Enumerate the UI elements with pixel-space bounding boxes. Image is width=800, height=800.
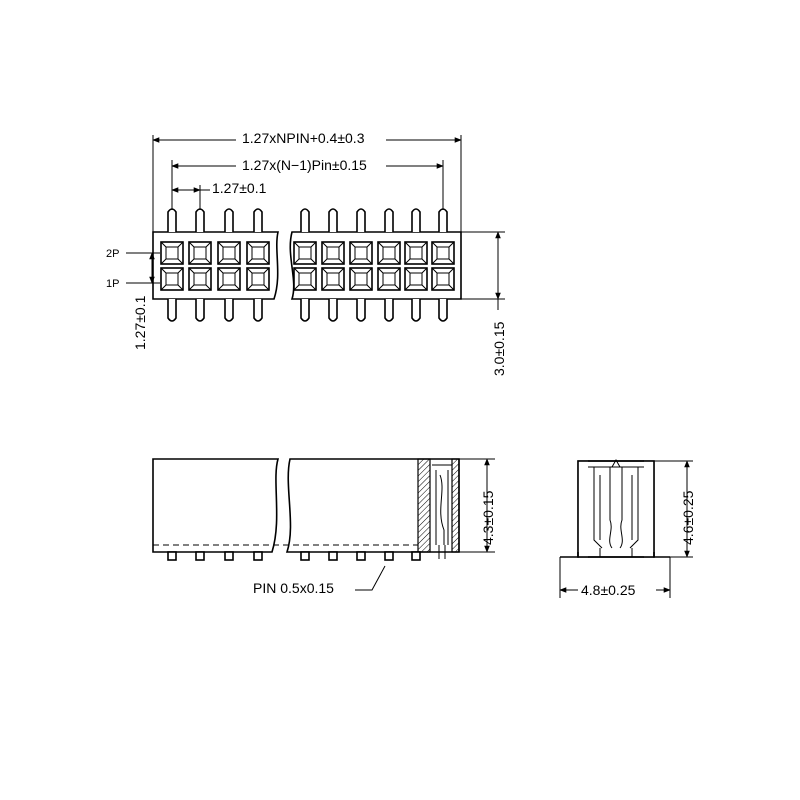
- end-height-dimension: 4.6±0.25: [680, 490, 696, 545]
- contact-cell-bevel: [293, 241, 317, 265]
- pin-span-dimension: 1.27x(N−1)Pin±0.15: [242, 157, 367, 173]
- contact-cell-inner: [165, 272, 179, 286]
- top-contact-cells: [160, 241, 455, 291]
- contact-cell-bevel: [321, 241, 345, 265]
- top-pin: [438, 208, 448, 232]
- contact-cell-bevel: [321, 267, 345, 291]
- contact-cell-inner: [354, 272, 368, 286]
- contact-cell-inner: [193, 272, 207, 286]
- contact-cell-bevel: [293, 267, 317, 291]
- contact-cell-bevel: [377, 241, 401, 265]
- top-pin: [384, 299, 394, 322]
- top-pin: [300, 208, 310, 232]
- contact-cell-inner: [251, 246, 265, 260]
- contact-cell-bevel: [377, 267, 401, 291]
- contact-cell-bevel: [404, 267, 428, 291]
- side-pin: [300, 551, 310, 561]
- top-pin: [384, 208, 394, 232]
- top-pins: [167, 208, 448, 322]
- top-pin: [438, 299, 448, 322]
- top-pin: [253, 208, 263, 232]
- contact-cell-bevel: [404, 241, 428, 265]
- row-label-1p: 1P: [106, 278, 119, 290]
- end-width-dimension: 4.8±0.25: [581, 582, 636, 598]
- top-pin: [224, 208, 234, 232]
- contact-cell-inner: [436, 246, 450, 260]
- side-pin: [328, 551, 338, 561]
- side-pin: [356, 551, 366, 561]
- top-pin: [411, 299, 421, 322]
- side-pins: [167, 551, 421, 561]
- contact-cell-bevel: [349, 241, 373, 265]
- contact-cell-inner: [251, 272, 265, 286]
- top-pin: [167, 208, 177, 232]
- top-pin: [167, 299, 177, 322]
- side-pin: [195, 551, 205, 561]
- side-pin: [384, 551, 394, 561]
- contact-cell-bevel: [160, 267, 184, 291]
- top-pin: [300, 299, 310, 322]
- contact-cell-inner: [326, 246, 340, 260]
- contact-cell-inner: [409, 246, 423, 260]
- top-pin: [195, 299, 205, 322]
- contact-cell-bevel: [217, 267, 241, 291]
- contact-cell-bevel: [349, 267, 373, 291]
- side-body-left: [152, 458, 280, 553]
- top-pin: [253, 299, 263, 322]
- contact-cell-bevel: [188, 241, 212, 265]
- contact-cell-bevel: [431, 267, 455, 291]
- contact-cell-bevel: [246, 241, 270, 265]
- contact-cell-bevel: [188, 267, 212, 291]
- contact-cell-inner: [222, 246, 236, 260]
- top-pin: [195, 208, 205, 232]
- contact-cell-inner: [298, 246, 312, 260]
- top-pin: [356, 208, 366, 232]
- top-pin: [224, 299, 234, 322]
- pin-size-dimension: PIN 0.5x0.15: [253, 580, 334, 596]
- top-pin: [411, 208, 421, 232]
- side-pin: [253, 551, 263, 561]
- contact-cell-bevel: [217, 241, 241, 265]
- side-pin: [167, 551, 177, 561]
- top-view: 1.27xNPIN+0.4±0.3 1.27x(N−1)Pin±0.15 1.2…: [106, 128, 507, 376]
- contact-cell-inner: [382, 272, 396, 286]
- contact-cell-inner: [436, 272, 450, 286]
- contact-cell-inner: [298, 272, 312, 286]
- row-label-2p: 2P: [106, 248, 119, 260]
- overall-length-dimension: 1.27xNPIN+0.4±0.3: [242, 130, 365, 146]
- side-body-right: [285, 458, 460, 553]
- contact-cell-inner: [382, 246, 396, 260]
- body-width-dimension: 3.0±0.15: [491, 321, 507, 376]
- contact-cell-inner: [354, 246, 368, 260]
- side-pin: [411, 551, 421, 561]
- top-pin: [328, 208, 338, 232]
- contact-cell-inner: [409, 272, 423, 286]
- contact-cell-inner: [193, 246, 207, 260]
- side-pin: [224, 551, 234, 561]
- contact-cell-inner: [165, 246, 179, 260]
- top-pin: [356, 299, 366, 322]
- contact-cell-bevel: [246, 267, 270, 291]
- contact-cell-bevel: [160, 241, 184, 265]
- contact-cell-bevel: [431, 241, 455, 265]
- row-pitch-dimension: 1.27±0.1: [132, 295, 148, 350]
- pitch-dimension: 1.27±0.1: [212, 180, 267, 196]
- contact-cell-inner: [222, 272, 236, 286]
- top-pin: [328, 299, 338, 322]
- side-view: 4.3±0.15 PIN 0.5x0.15: [152, 458, 496, 596]
- end-view: 4.6±0.25 4.8±0.25: [559, 458, 696, 598]
- contact-cell-inner: [326, 272, 340, 286]
- side-height-dimension: 4.3±0.15: [480, 490, 496, 545]
